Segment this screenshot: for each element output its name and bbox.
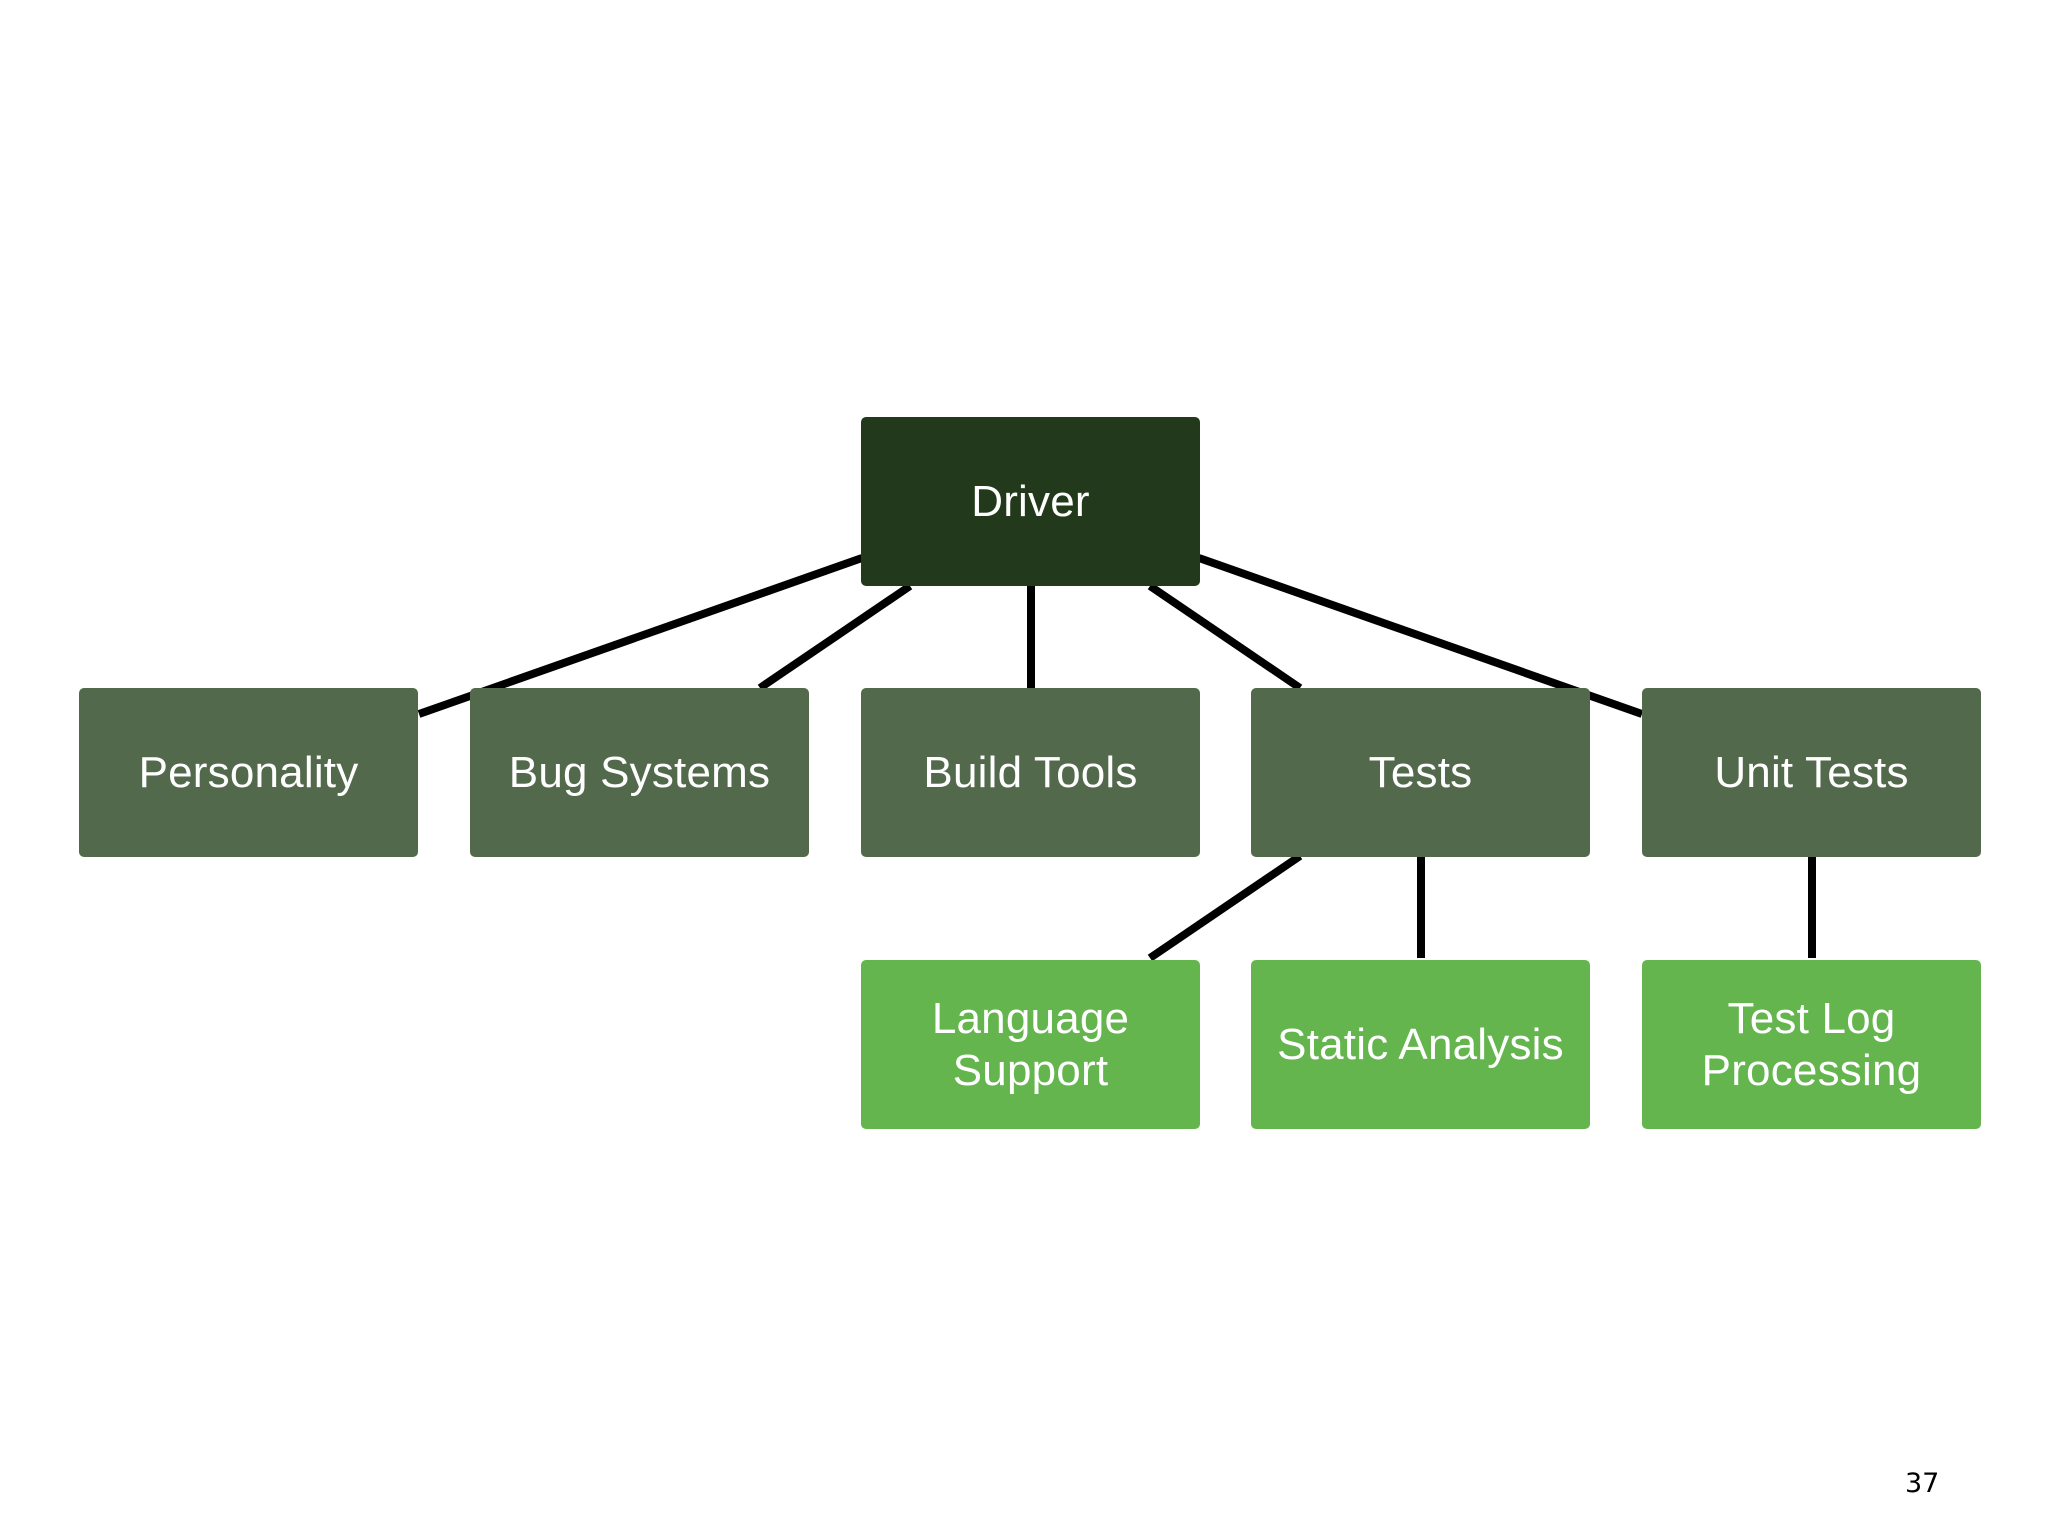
node-test-log-processing-label: Test Log Processing: [1701, 993, 1922, 1095]
edge-tests-language-support: [1147, 852, 1303, 962]
node-personality-label: Personality: [138, 747, 359, 797]
node-static-analysis: Static Analysis: [1251, 960, 1590, 1129]
node-build-tools-label: Build Tools: [923, 747, 1138, 797]
node-unit-tests-label: Unit Tests: [1714, 747, 1909, 797]
node-driver-label: Driver: [971, 476, 1090, 526]
edge-driver-tests: [1147, 582, 1303, 692]
node-tests-label: Tests: [1368, 747, 1473, 797]
node-static-analysis-label: Static Analysis: [1277, 1019, 1564, 1069]
node-build-tools: Build Tools: [861, 688, 1200, 857]
edge-driver-bug-systems: [757, 582, 913, 692]
node-personality: Personality: [79, 688, 418, 857]
node-driver: Driver: [861, 417, 1200, 586]
node-language-support: Language Support: [861, 960, 1200, 1129]
node-unit-tests: Unit Tests: [1642, 688, 1981, 857]
node-test-log-processing: Test Log Processing: [1642, 960, 1981, 1129]
node-bug-systems-label: Bug Systems: [508, 747, 771, 797]
page-number: 37: [1905, 1468, 1940, 1499]
node-tests: Tests: [1251, 688, 1590, 857]
node-bug-systems: Bug Systems: [470, 688, 809, 857]
node-language-support-label: Language Support: [931, 993, 1130, 1095]
